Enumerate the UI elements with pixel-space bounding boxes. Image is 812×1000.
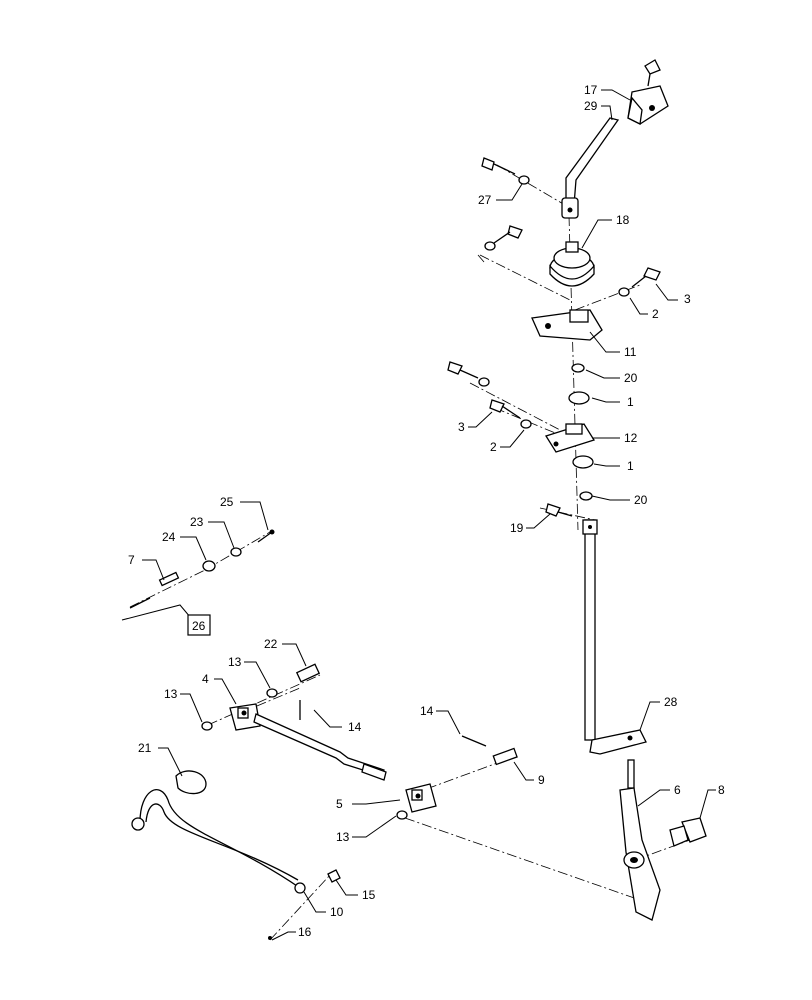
callout-26-box: 26 [187,614,211,636]
clip-10 [294,882,306,894]
shift-rod [253,713,387,781]
washer-13-top [266,688,278,698]
cable-21 [131,770,301,889]
callout-13-left: 13 [164,687,178,701]
callout-5: 5 [336,797,343,811]
callout-15: 15 [362,888,376,902]
clamp-bracket-5 [405,783,437,813]
pin-7 [129,571,180,609]
callout-2-upper: 2 [652,307,659,321]
washer-1-lower [572,455,594,469]
bolt-mid-left [447,361,490,387]
callout-13-top: 13 [228,655,242,669]
callout-14-bottom: 14 [420,704,434,718]
washer-20-lower [579,491,593,501]
nut-24 [202,560,216,572]
pin-9 [492,747,518,766]
callout-29: 29 [584,99,598,113]
callout-7: 7 [128,553,135,567]
leader-lines [142,89,716,941]
callout-9: 9 [538,773,545,787]
shift-arm-lower [619,759,661,921]
bolt-19 [545,503,573,517]
group-26-bracket [121,604,197,625]
callout-20-lower: 20 [634,493,648,507]
callout-24: 24 [162,530,176,544]
callout-21: 21 [138,741,152,755]
callout-23: 23 [190,515,204,529]
washer-23 [230,547,242,557]
shaft-arm [589,729,647,755]
pin-15 [327,869,341,883]
shift-boot [549,241,595,287]
bolt-8 [669,817,707,847]
bolt-3-lower [489,399,532,429]
callout-27: 27 [478,193,492,207]
callout-14-top: 14 [348,720,362,734]
callout-12: 12 [624,431,638,445]
callout-28: 28 [664,695,678,709]
center-lines [129,164,691,941]
shift-lever-rod [561,117,620,219]
washer-1-upper [568,391,590,405]
callout-22: 22 [264,637,278,651]
callout-20-upper: 20 [624,371,638,385]
pin-22 [295,663,321,683]
callout-4: 4 [202,672,209,686]
bolt-25 [257,529,275,543]
bracket-upper [531,309,603,341]
washer-20-upper [571,363,585,373]
callout-26: 26 [192,619,206,633]
callout-3-lower: 3 [458,420,465,434]
shift-shaft [582,519,598,741]
callout-13-bottom: 13 [336,830,350,844]
shift-knob [627,59,669,125]
callout-1-lower: 1 [627,459,634,473]
callout-25: 25 [220,495,234,509]
clamp-bracket-4 [229,703,261,731]
washer-13-left [201,721,213,731]
callout-1-upper: 1 [627,395,634,409]
washer-13-bottom [396,810,408,820]
callout-16: 16 [298,925,312,939]
callout-17: 17 [584,83,598,97]
cotter-14-bottom [461,735,487,747]
callout-10: 10 [330,905,344,919]
callout-19: 19 [510,521,524,535]
callout-8: 8 [718,783,725,797]
pin-16 [268,936,272,940]
callout-3-upper: 3 [684,292,691,306]
callout-2-lower: 2 [490,440,497,454]
callout-6: 6 [674,783,681,797]
bracket-lower [545,423,595,453]
callout-11: 11 [624,345,637,359]
bolt-3-upper [618,267,661,297]
bolt-27 [481,157,530,185]
callout-18: 18 [616,213,630,227]
bolt-upper-left [484,225,523,251]
callout-labels: 17 29 27 18 3 2 11 20 1 3 2 12 1 20 19 2… [128,83,725,939]
